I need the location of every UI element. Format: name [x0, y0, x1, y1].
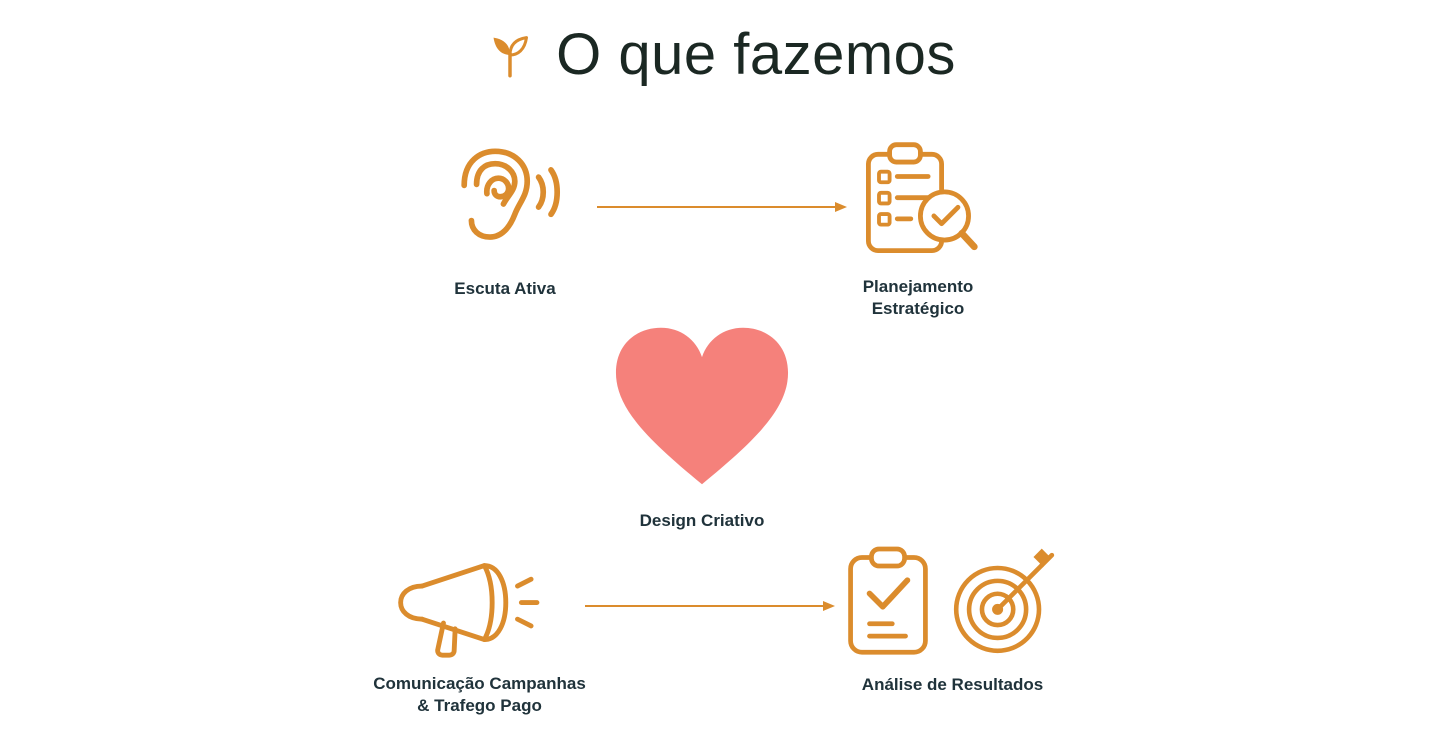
node-label: Design Criativo	[639, 511, 765, 530]
megaphone-icon	[387, 545, 572, 665]
page-title: O que fazemos	[556, 22, 956, 87]
node-design-criativo: Design Criativo	[590, 318, 814, 532]
heart-icon	[602, 318, 802, 494]
node-label: Escuta Ativa	[454, 279, 556, 298]
clipboard-magnifier-icon	[853, 136, 983, 268]
flow-arrow-icon	[585, 601, 835, 611]
node-analise-resultados: Análise de Resultados	[830, 542, 1075, 696]
sprout-icon	[484, 28, 536, 82]
target-dart-icon	[947, 545, 1062, 660]
node-label: Análise de Resultados	[861, 675, 1044, 694]
node-label: Comunicação Campanhas & Trafego Pago	[373, 674, 586, 716]
flow-arrow-icon	[597, 202, 847, 212]
header: O que fazemos	[0, 26, 1440, 84]
node-comunicacao-campanhas: Comunicação Campanhas & Trafego Pago	[367, 545, 592, 718]
node-planejamento-estrategico: Planejamento Estratégico	[838, 136, 998, 321]
node-label: Planejamento Estratégico	[862, 277, 974, 319]
clipboard-check-icon	[843, 544, 933, 660]
ear-icon	[435, 138, 575, 270]
node-escuta-ativa: Escuta Ativa	[415, 138, 595, 300]
